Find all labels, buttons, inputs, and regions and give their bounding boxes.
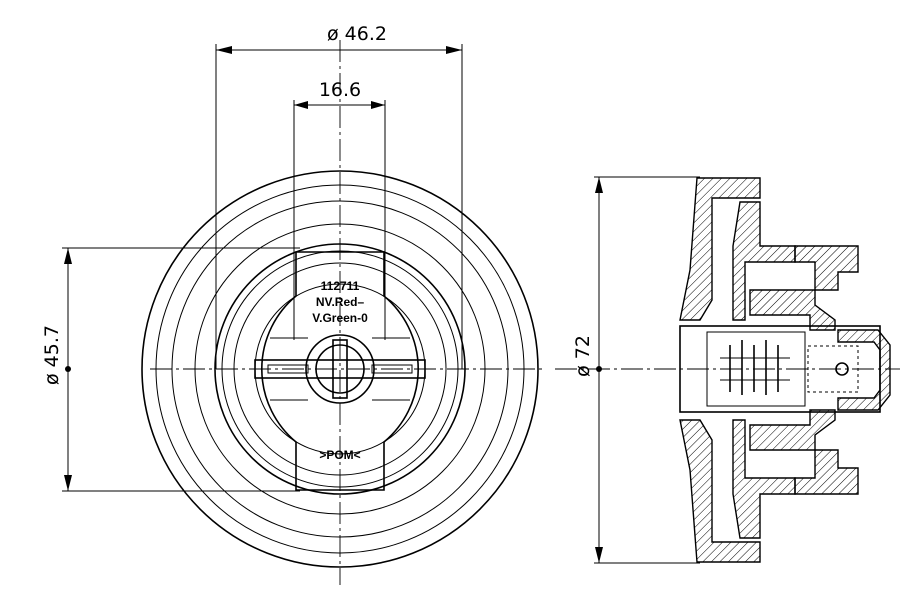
hub-slot xyxy=(332,339,348,399)
outer-ring-2 xyxy=(155,184,525,554)
dimension-inner-height-label: ø 45.7 xyxy=(41,325,63,385)
outer-ring xyxy=(141,170,539,568)
center-bar-right-slot xyxy=(371,364,413,374)
dimension-slot-width-label: 16.6 xyxy=(319,79,361,101)
dimension-outer-width-label: ø 46.2 xyxy=(327,23,387,45)
center-bar-left-slot xyxy=(267,364,309,374)
section-tip-cavity xyxy=(807,345,859,393)
arrowhead-left xyxy=(216,46,232,54)
arrowhead-right xyxy=(371,101,385,109)
dimension-overall-height-label: ø 72 xyxy=(572,335,594,377)
middle-ring xyxy=(194,223,486,515)
rotor-body xyxy=(261,251,419,491)
section-outer-wall-upper xyxy=(679,177,761,321)
dimension-overall-height: ø 72 xyxy=(572,176,700,564)
dimension-slot-width: 16.6 xyxy=(293,79,386,340)
hub-outer xyxy=(305,334,375,404)
marking-v-green: V.Green-0 xyxy=(312,311,368,325)
section-pins xyxy=(720,340,790,395)
marking-material: >POM< xyxy=(319,448,360,462)
marking-part-number: 112711 xyxy=(321,279,360,293)
section-flange-upper xyxy=(794,245,859,291)
section-inner-cavity xyxy=(706,331,806,407)
section-nose-cap xyxy=(837,329,891,411)
section-tip-center xyxy=(835,362,849,376)
section-core-lower xyxy=(749,409,836,451)
dimension-inner-height: ø 45.7 xyxy=(41,247,300,492)
arrowhead-bottom xyxy=(64,475,72,491)
marking-nv-red: NV.Red– xyxy=(316,295,365,309)
inner-ring xyxy=(214,243,466,495)
section-step-lower xyxy=(732,419,796,539)
center-dot xyxy=(65,366,71,372)
front-view: 112711 NV.Red– V.Green-0 >POM< ø 46.2 16… xyxy=(41,23,545,585)
arrowhead-bottom xyxy=(595,547,603,563)
side-section-view: ø 72 xyxy=(555,176,900,564)
inner-ring-2 xyxy=(221,250,459,488)
arrowhead-top xyxy=(595,177,603,193)
center-dot xyxy=(596,366,602,372)
arrowhead-right xyxy=(446,46,462,54)
arrowhead-left xyxy=(294,101,308,109)
section-outer-wall-lower xyxy=(679,419,761,563)
section-step-upper xyxy=(732,201,796,321)
section-flange-lower xyxy=(794,449,859,495)
center-bar xyxy=(254,359,426,379)
outer-ring-3 xyxy=(171,200,509,538)
section-center-body xyxy=(679,325,881,413)
inner-ring-3 xyxy=(233,262,447,476)
arrowhead-top xyxy=(64,248,72,264)
section-core-upper xyxy=(749,289,836,331)
hub-inner xyxy=(315,344,365,394)
dimension-outer-width: ø 46.2 xyxy=(215,23,463,369)
